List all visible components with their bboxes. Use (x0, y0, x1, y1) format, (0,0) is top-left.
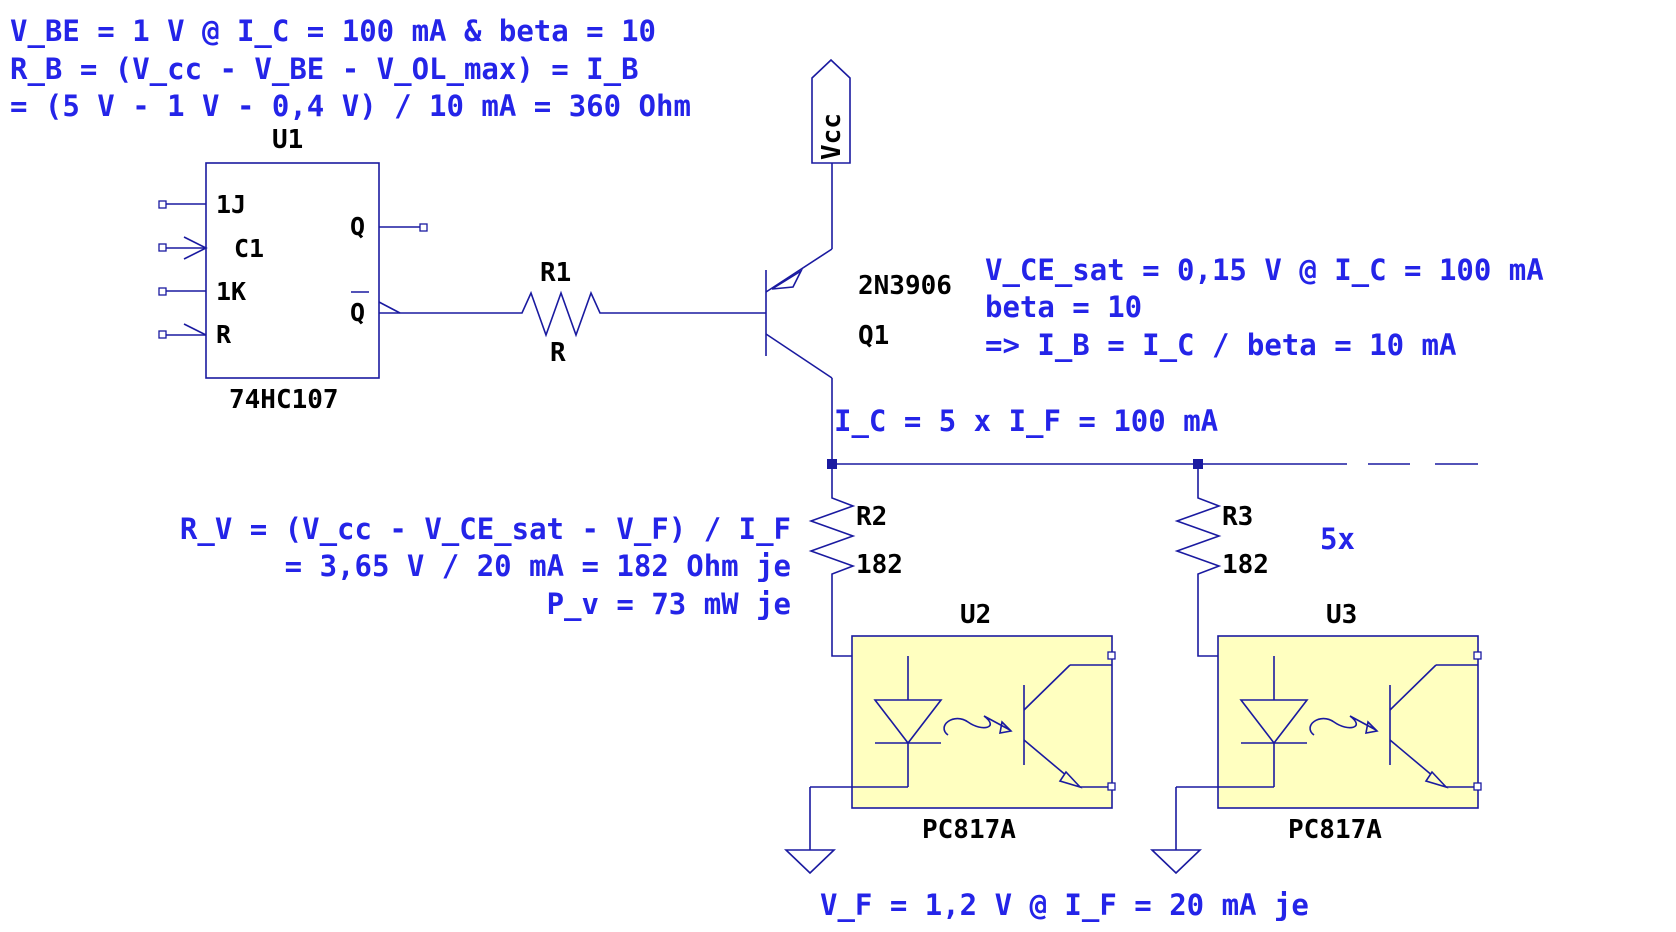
q1-transistor: 2N3906 Q1 (765, 248, 952, 379)
vcc-port-icon (811, 58, 851, 164)
pin-q-terminal[interactable] (419, 223, 428, 232)
u3-collector-terminal[interactable] (1473, 651, 1482, 660)
light-emission-icon (1309, 715, 1377, 736)
pin-label-1k: 1K (216, 277, 246, 306)
u3-ref: U3 (1326, 600, 1357, 630)
note-multiplier: 5x (1320, 522, 1355, 556)
note-ic: I_C = 5 x I_F = 100 mA (834, 404, 1218, 438)
note-rb-formula: R_B = (V_cc - V_BE - V_OL_max) = I_B (10, 52, 639, 86)
u2-collector-terminal[interactable] (1107, 651, 1116, 660)
emitter-arrow-icon (1424, 770, 1449, 789)
note-pv: P_v = 73 mW je (547, 587, 791, 621)
q1-part: 2N3906 (858, 271, 952, 301)
u1-ref: U1 (272, 125, 303, 155)
pin-k-terminal[interactable] (158, 287, 167, 296)
pin-j-terminal[interactable] (158, 200, 167, 209)
pin-label-c1: C1 (234, 234, 264, 263)
q1-ref: Q1 (858, 321, 889, 351)
light-emission-icon (943, 715, 1011, 736)
u3-optocoupler: U3 PC817A (1176, 600, 1482, 845)
u2-emitter-terminal[interactable] (1107, 782, 1116, 791)
note-rv-formula: R_V = (V_cc - V_CE_sat - V_F) / I_F (180, 512, 791, 546)
note-rv-result: = 3,65 V / 20 mA = 182 Ohm je (285, 549, 791, 583)
pin-clock-terminal[interactable] (158, 243, 167, 252)
u3-part: PC817A (1288, 815, 1382, 845)
u2-ref: U2 (960, 600, 991, 630)
pin-label-q: Q (350, 212, 365, 241)
r3-resistor: R3 182 (1174, 464, 1274, 657)
ground-icon (784, 849, 836, 875)
note-rb-result: = (5 V - 1 V - 0,4 V) / 10 mA = 360 Ohm (10, 89, 691, 123)
u1-part: 74HC107 (229, 385, 339, 415)
vcc-label: Vcc (817, 113, 847, 160)
note-vf: V_F = 1,2 V @ I_F = 20 mA je (820, 888, 1309, 922)
r1-resistor: R1 R (379, 258, 766, 368)
u3-emitter-terminal[interactable] (1473, 782, 1482, 791)
note-vce-sat: V_CE_sat = 0,15 V @ I_C = 100 mA (985, 253, 1544, 287)
qbar-bubble-icon (378, 301, 401, 314)
emitter-arrow-icon (771, 268, 803, 290)
reset-edge-icon (183, 323, 207, 336)
pin-label-qbar: Q (350, 298, 365, 327)
r2-resistor: R2 182 (808, 464, 908, 657)
vcc-supply: Vcc (811, 58, 851, 249)
note-beta: beta = 10 (985, 290, 1142, 324)
r3-value: 182 (1222, 550, 1269, 580)
pin-label-1j: 1J (216, 190, 246, 219)
note-ib: => I_B = I_C / beta = 10 mA (985, 328, 1456, 362)
ground-symbol (1150, 787, 1202, 875)
u2-part: PC817A (922, 815, 1016, 845)
r3-ref: R3 (1222, 502, 1253, 532)
clock-edge-icon (183, 236, 208, 260)
led-icon (1239, 699, 1309, 745)
r2-value: 182 (856, 550, 903, 580)
emitter-arrow-icon (1058, 770, 1083, 789)
r2-ref: R2 (856, 502, 887, 532)
ground-icon (1150, 849, 1202, 875)
pin-reset-terminal[interactable] (158, 330, 167, 339)
r1-ref: R1 (540, 258, 571, 288)
note-vbe: V_BE = 1 V @ I_C = 100 mA & beta = 10 (10, 14, 656, 48)
pin-label-r: R (216, 320, 232, 349)
led-icon (873, 699, 943, 745)
r1-value: R (550, 338, 566, 368)
u2-optocoupler: U2 PC817A (810, 600, 1116, 845)
u1-flip-flop: U1 74HC107 1J C1 1K R Q Q (158, 125, 428, 415)
ground-symbol (784, 787, 836, 875)
